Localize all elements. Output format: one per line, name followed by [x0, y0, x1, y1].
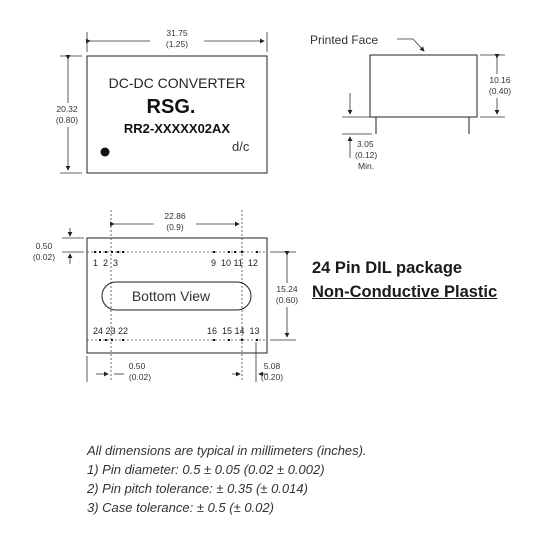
bottom-view-label-capsule — [101, 281, 252, 311]
side-pin-length-mm: 3.05 — [357, 139, 374, 149]
dc-label: d/c — [232, 139, 250, 154]
edge-offset-in: (0.02) — [33, 252, 55, 262]
top-view-body — [86, 55, 268, 174]
top-pin-row — [94, 251, 258, 253]
top-width-mm: 31.75 — [166, 28, 188, 38]
bottom-view: 1 2 3 9 10 11 12 24 23 22 16 15 14 13 Bo… — [33, 210, 304, 382]
side-height-mm: 10.16 — [489, 75, 511, 85]
top-height-in: (0.80) — [56, 115, 78, 125]
top-pins-right: 9 10 11 12 — [211, 258, 258, 268]
bottom-offset-in: (0.02) — [129, 372, 151, 382]
bottom-offset-mm: 0.50 — [129, 361, 146, 371]
top-width-in: (1.25) — [166, 39, 188, 49]
logo: RSG. — [147, 96, 196, 118]
note-case-tolerance: 3) Case tolerance: ± 0.5 (± 0.02) — [87, 500, 274, 515]
row-spacing-mm: 15.24 — [276, 284, 298, 294]
part-number: RR2-XXXXX02AX — [124, 121, 231, 136]
side-pin-length-in: (0.12) — [355, 150, 377, 160]
bottom-view-label: Bottom View — [132, 288, 211, 304]
top-view: 31.75 (1.25) 20.32 (0.80) DC-DC CONVERTE… — [48, 28, 268, 174]
note-pin-pitch: 2) Pin pitch tolerance: ± 0.35 (± 0.014) — [87, 481, 308, 496]
side-view: Printed Face 10.16 (0.40) 3.05 (0.12) Mi… — [310, 33, 518, 171]
brand-line: DC-DC CONVERTER — [109, 75, 246, 91]
bottom-pins-right: 16 15 14 13 — [207, 326, 260, 336]
package-title: 24 Pin DIL package — [312, 259, 463, 277]
bottom-pins-left: 24 23 22 — [93, 326, 128, 336]
pitch-in: (0.20) — [261, 372, 283, 382]
bottom-view-body — [86, 237, 268, 354]
note-pin-diameter: 1) Pin diameter: 0.5 ± 0.05 (0.02 ± 0.00… — [87, 462, 325, 477]
bottom-pin-row — [99, 339, 258, 341]
printed-face-arrow — [397, 38, 425, 52]
pitch-mm: 5.08 — [264, 361, 281, 371]
pin-span-mm: 22.86 — [164, 211, 186, 221]
top-pins-left: 1 2 3 — [93, 258, 118, 268]
row-spacing-in: (0.60) — [276, 295, 298, 305]
top-height-mm: 20.32 — [56, 104, 78, 114]
printed-face-label: Printed Face — [310, 33, 378, 47]
notes-intro: All dimensions are typical in millimeter… — [87, 443, 367, 458]
side-view-body — [369, 54, 478, 118]
edge-offset-mm: 0.50 — [36, 241, 53, 251]
side-height-in: (0.40) — [489, 86, 511, 96]
notes: All dimensions are typical in millimeter… — [87, 441, 367, 517]
pin-span-in: (0.9) — [166, 222, 184, 232]
pin1-indicator-dot — [100, 147, 110, 157]
package-material: Non-Conductive Plastic — [312, 283, 498, 301]
side-pin-length-note: Min. — [358, 161, 374, 171]
